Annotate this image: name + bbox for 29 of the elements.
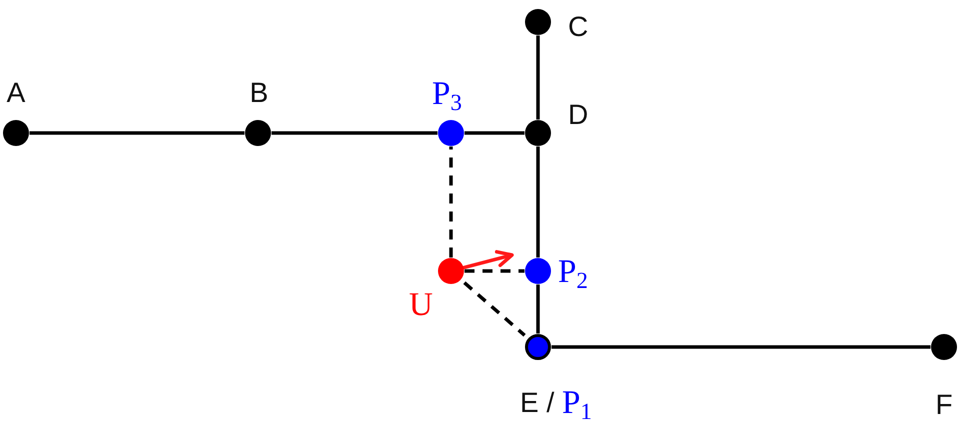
- line-segment: [536, 284, 540, 334]
- point-dot: [525, 258, 551, 284]
- dashed-line: [449, 146, 453, 258]
- point-dot: [525, 120, 551, 146]
- line-segment: [30, 131, 244, 135]
- point-dot: [245, 120, 271, 146]
- point-label: B: [250, 79, 268, 107]
- point-dot: [525, 9, 551, 35]
- point-label: E /: [520, 389, 554, 417]
- line-segment: [536, 36, 540, 120]
- dashed-line: [464, 269, 524, 273]
- point-dot: [438, 120, 464, 146]
- line-segment: [272, 131, 438, 135]
- dashed-line: [463, 281, 526, 337]
- point-dot: [3, 120, 29, 146]
- point-label: C: [568, 13, 588, 41]
- point-label: F: [935, 391, 953, 419]
- point-label: P$_{1}$: [562, 387, 592, 420]
- point-label: A: [6, 79, 26, 107]
- point-dot: [438, 258, 464, 284]
- point-dot: [525, 334, 551, 360]
- point-label: P$_{3}$: [432, 78, 462, 111]
- point-label: U: [409, 289, 433, 322]
- line-segment: [464, 131, 524, 135]
- point-dot: [931, 334, 957, 360]
- line-segment: [552, 345, 930, 349]
- point-label: P$_{2}$: [558, 256, 588, 289]
- line-segment: [536, 146, 540, 258]
- point-label: D: [568, 101, 588, 129]
